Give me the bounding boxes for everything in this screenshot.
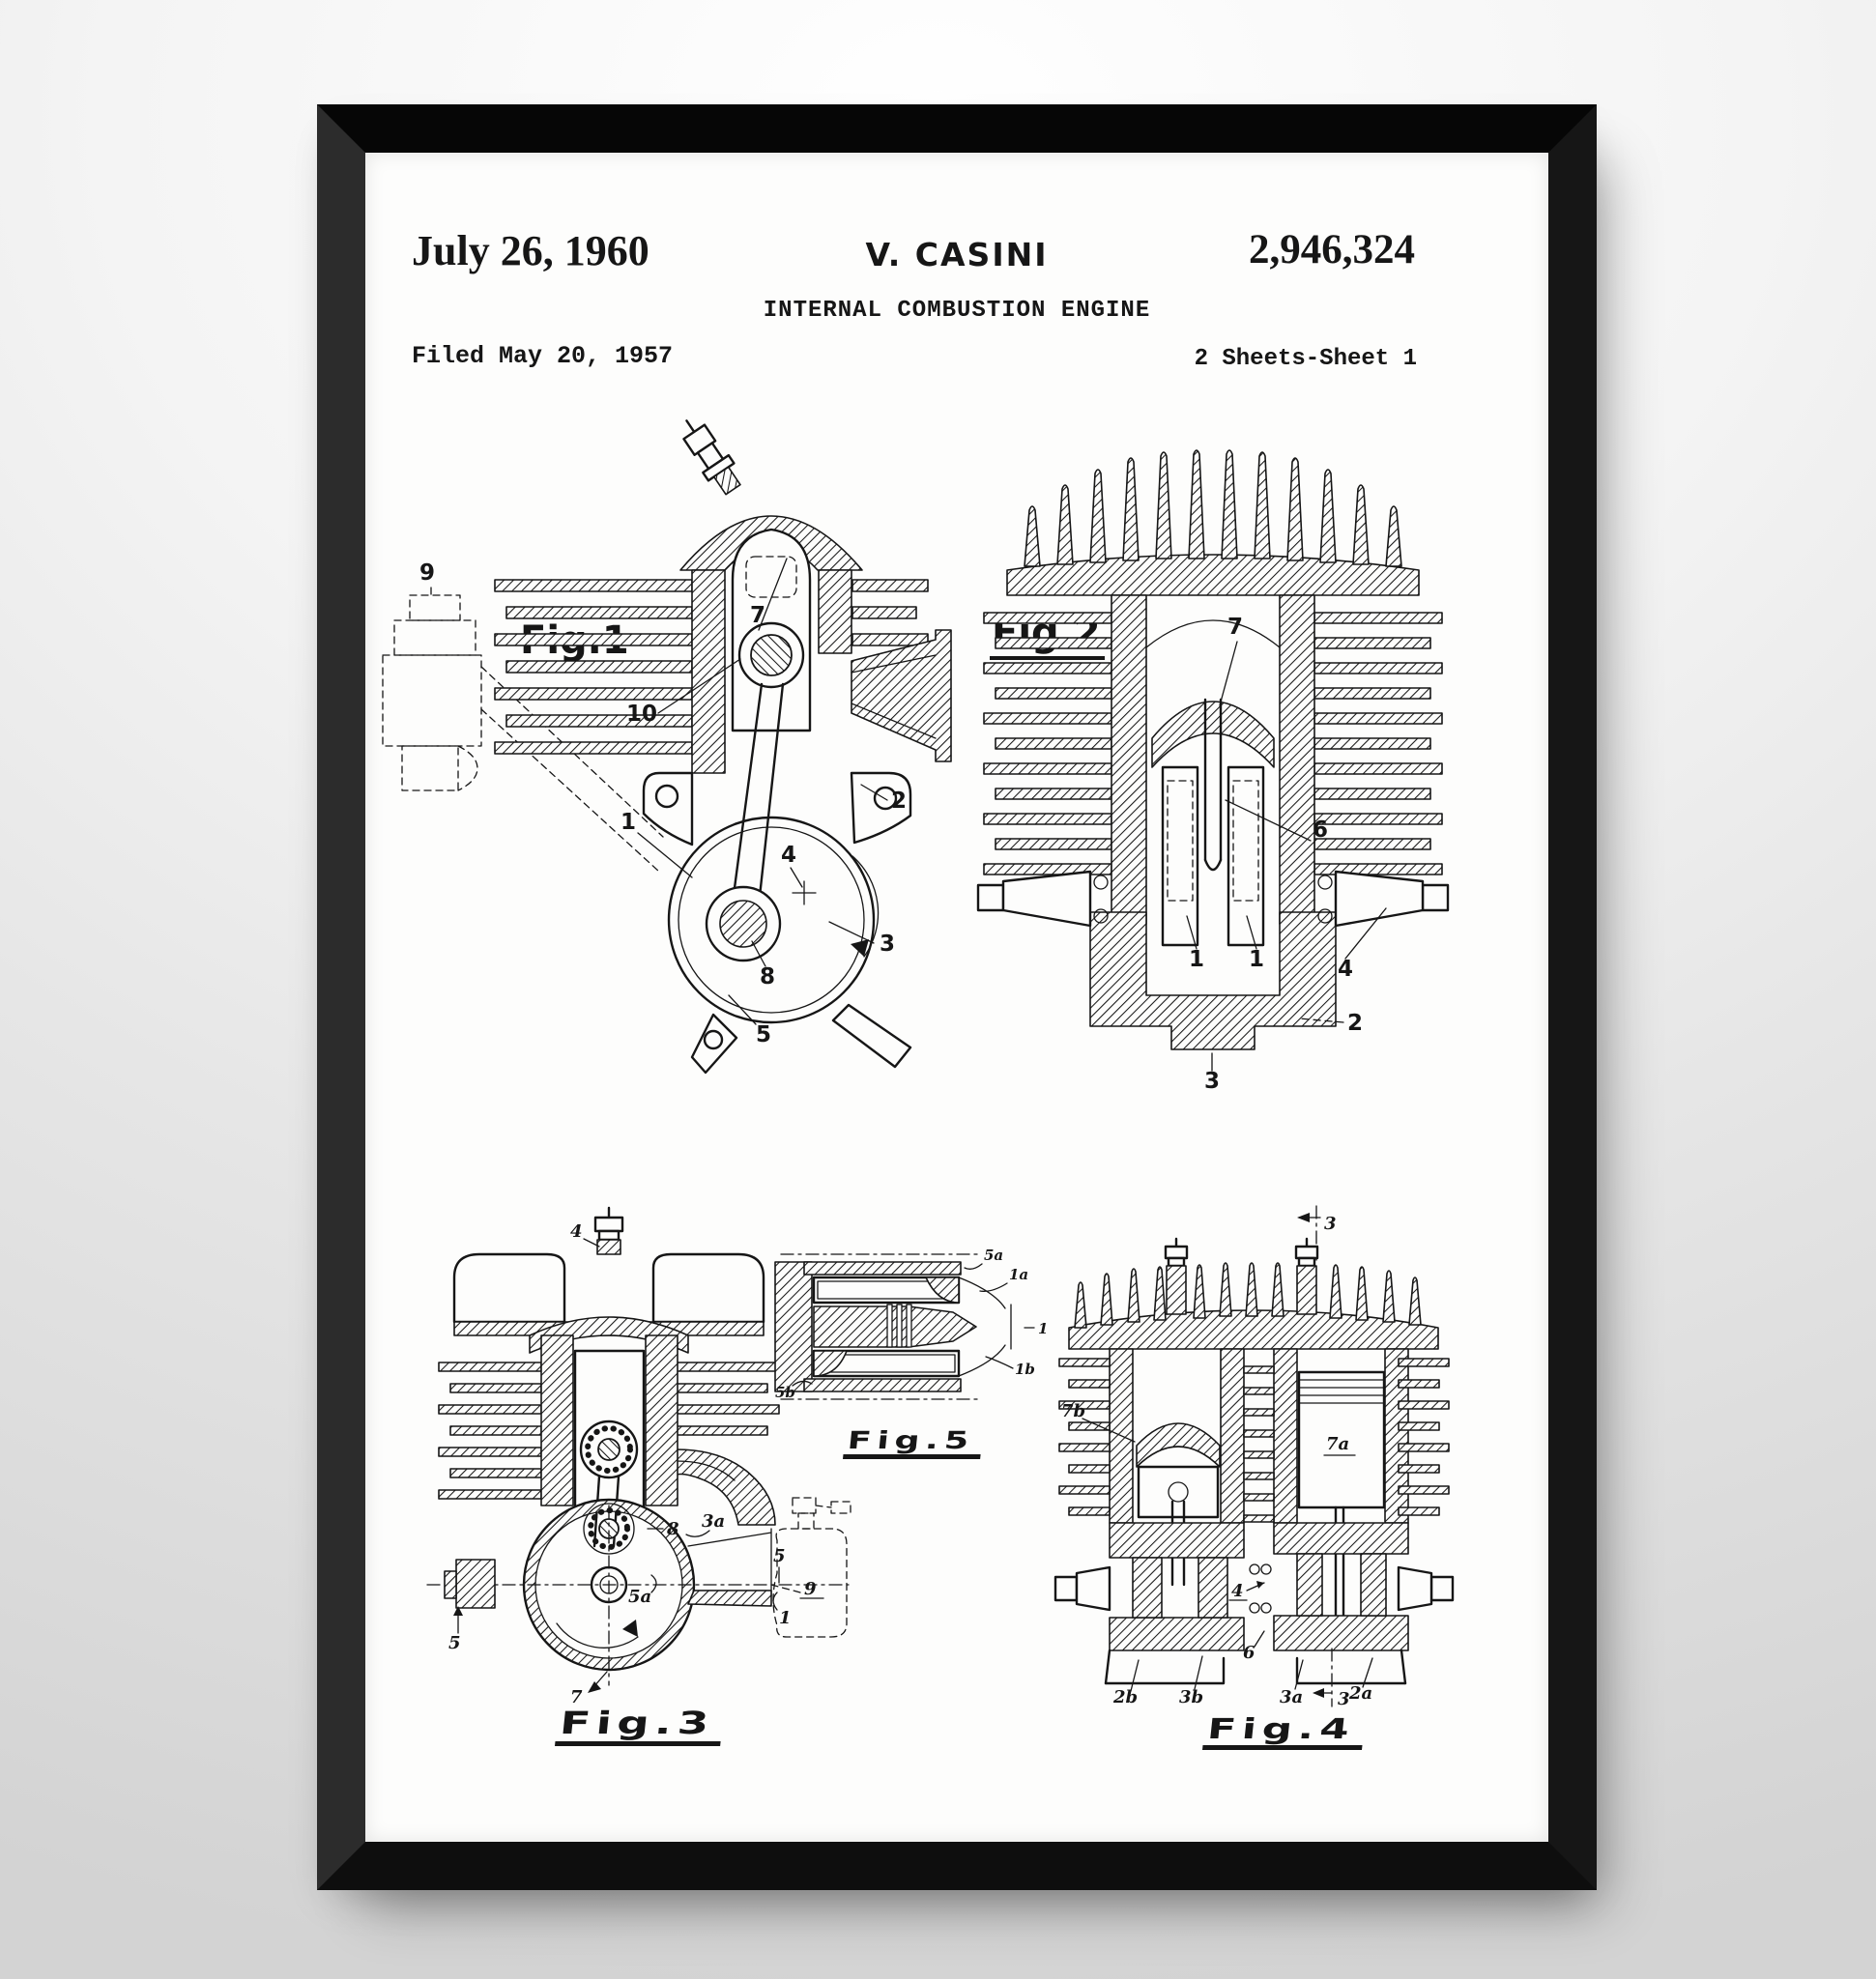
callout-label: 5 [756, 1022, 771, 1047]
callout-label: 10 [626, 702, 657, 727]
callout-label: 3b [1179, 1687, 1203, 1707]
callout-label: 4 [570, 1221, 583, 1242]
callout-label: 5a [628, 1587, 651, 1607]
cooling-fins [1069, 1263, 1438, 1349]
callout-label: 6 [1313, 817, 1328, 843]
callout-label: 2 [1347, 1011, 1363, 1036]
callout-label: 8 [760, 964, 775, 990]
patent-sheet: July 26, 1960 V. CASINI 2,946,324 INTERN… [365, 153, 1548, 1842]
filed-date-line: Filed May 20, 1957 [412, 342, 673, 370]
callout-label: 4 [1338, 957, 1353, 982]
callout-label: 1 [1038, 1320, 1048, 1337]
callout-label: 5 [448, 1633, 461, 1653]
figure-1-drawing: 7 10 9 1 2 4 8 3 5 [373, 423, 953, 1100]
spark-plug-icon [595, 1208, 622, 1254]
callout-label: 7b [1061, 1401, 1085, 1421]
callout-label: 5b [775, 1384, 795, 1401]
callout-label: 1a [1009, 1266, 1028, 1283]
callout-label: 1 [1249, 947, 1264, 972]
callout-label: 3 [1204, 1069, 1220, 1094]
cooling-fins [984, 450, 1442, 875]
callout-label: 7 [1227, 615, 1243, 640]
cylinder-walls [1059, 1349, 1449, 1523]
callout-label: 5a [984, 1247, 1003, 1264]
callout-label: 1 [621, 810, 636, 835]
patent-title: INTERNAL COMBUSTION ENGINE [365, 298, 1548, 324]
callout-label: 4 [781, 843, 796, 868]
spark-plug-icon [674, 412, 746, 498]
callout-label: 3a [702, 1511, 725, 1532]
figure-5-drawing: 5a 1a 1 1b 5b [775, 1247, 1055, 1406]
callout-label: 7 [750, 603, 765, 628]
piston-section [775, 1262, 1011, 1391]
cylinder-head [454, 1254, 764, 1353]
callout-label: 4 [1231, 1581, 1244, 1601]
callout-label: 1 [779, 1608, 792, 1628]
callout-label: 6 [1243, 1643, 1255, 1663]
patent-number: 2,946,324 [1249, 226, 1415, 273]
callout-label: 1 [1189, 947, 1204, 972]
callout-label: 7 [570, 1687, 583, 1707]
callout-label: 5 [773, 1546, 786, 1566]
callout-label: 1b [1015, 1361, 1035, 1378]
callout-label: 2 [891, 789, 907, 814]
spark-plug-icon [1296, 1239, 1317, 1314]
piston [1152, 700, 1274, 945]
crankcase [1106, 1523, 1408, 1683]
figure-3-label: Fig.3 [555, 1705, 669, 1746]
callout-label: 2a [1348, 1683, 1372, 1704]
callout-label: 3 [1338, 1689, 1350, 1709]
callout-label: 2b [1112, 1687, 1138, 1707]
callout-label: 9 [419, 560, 435, 586]
exhaust-elbow [677, 1449, 775, 1525]
callout-label: 8 [666, 1519, 679, 1539]
cylinder-walls [1111, 595, 1314, 924]
sheet-count-line: 2 Sheets-Sheet 1 [1195, 346, 1417, 372]
callout-label: 3 [880, 932, 895, 957]
figure-4-label: Fig.4 [1202, 1712, 1309, 1750]
callout-label: 3 [1324, 1214, 1337, 1234]
callout-label: 9 [804, 1579, 817, 1599]
crankshaft [978, 872, 1448, 926]
picture-frame: July 26, 1960 V. CASINI 2,946,324 INTERN… [317, 104, 1597, 1890]
figure-4-drawing: 3 [1053, 1202, 1455, 1709]
figure-2-drawing: 7 6 1 1 4 2 3 [967, 443, 1459, 1090]
piston [733, 530, 810, 731]
callout-label: 3a [1280, 1687, 1303, 1707]
intake-horn [851, 630, 951, 761]
callout-label: 7a [1326, 1434, 1349, 1454]
spark-plug-icon [1166, 1239, 1187, 1314]
